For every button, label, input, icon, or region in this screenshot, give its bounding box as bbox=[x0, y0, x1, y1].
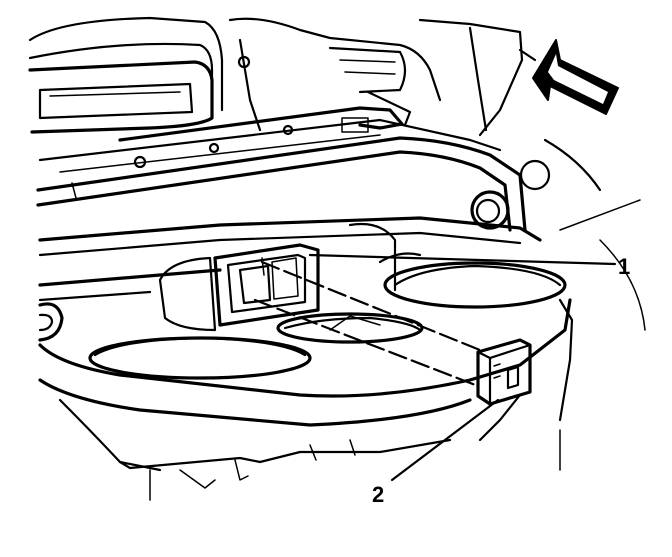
console-bezel bbox=[36, 136, 542, 342]
console-switch-opening bbox=[213, 243, 320, 327]
callout-2: 2 bbox=[372, 482, 384, 507]
cup-holders bbox=[38, 239, 646, 501]
leader-lines bbox=[308, 253, 617, 482]
instrument-panel-upper bbox=[28, 16, 641, 231]
view-direction-arrow-icon bbox=[532, 39, 619, 115]
leader-line-2 bbox=[390, 398, 500, 482]
installation-path-lines bbox=[253, 260, 482, 388]
callout-1: 1 bbox=[618, 254, 630, 279]
leader-line-1 bbox=[308, 253, 617, 266]
console-switch bbox=[476, 338, 532, 406]
